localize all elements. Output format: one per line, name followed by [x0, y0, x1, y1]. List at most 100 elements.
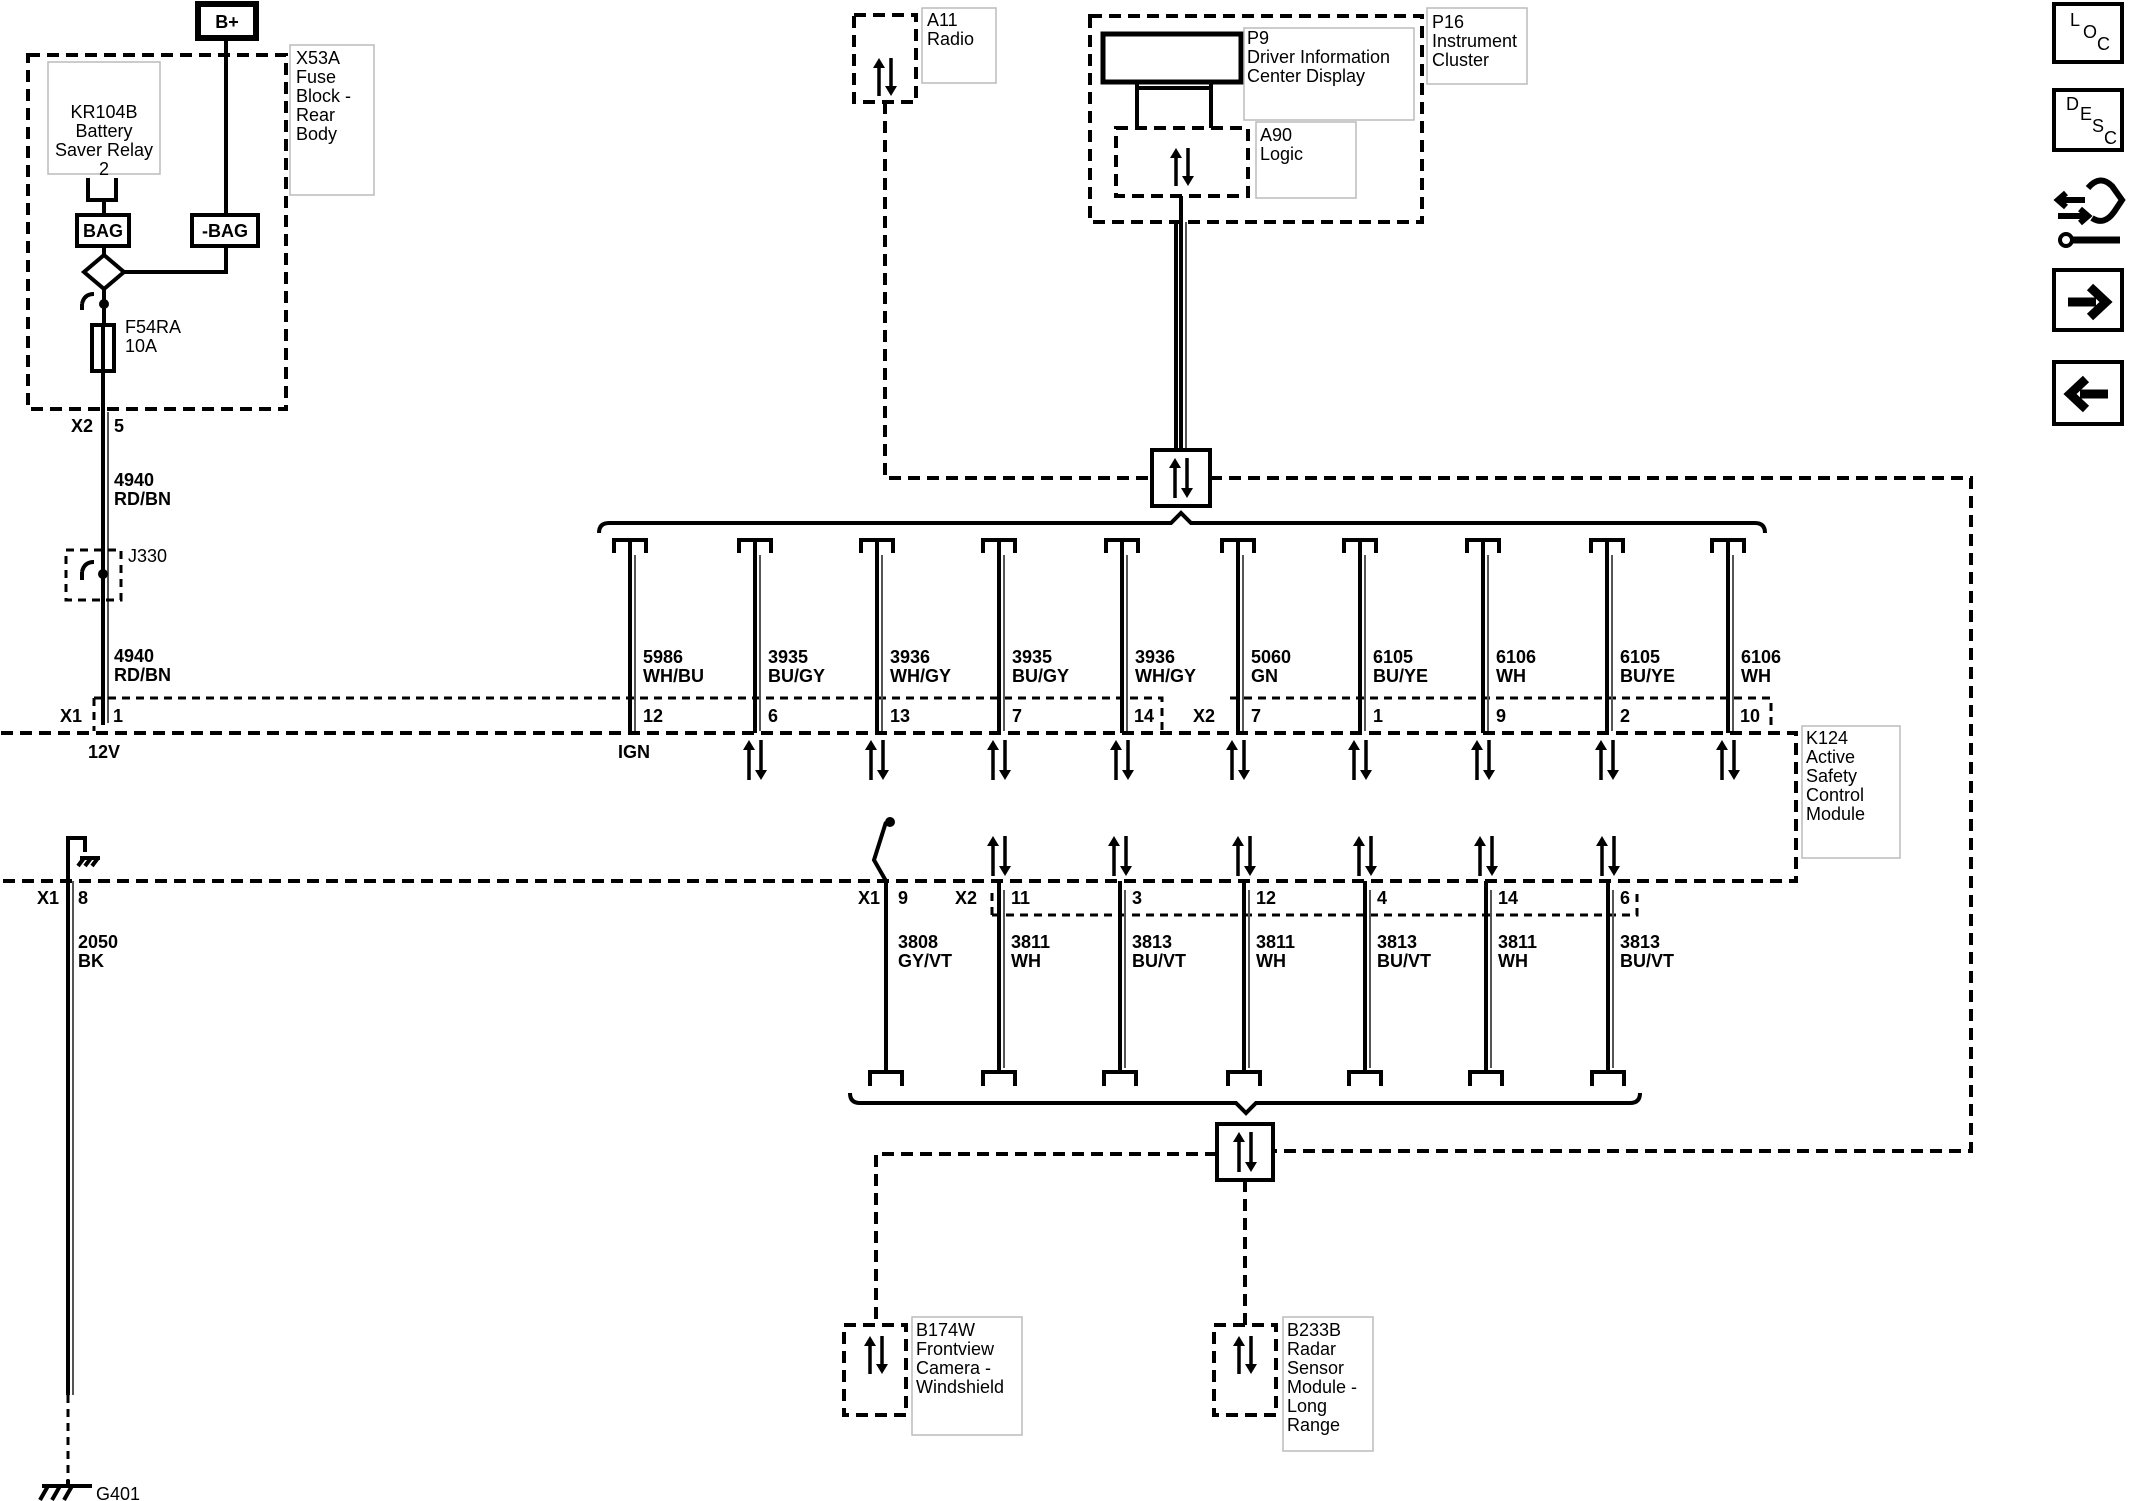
connector-pin: 2 [1620, 706, 1630, 726]
svg-text:Instrument: Instrument [1432, 31, 1517, 51]
svg-text:8: 8 [78, 888, 88, 908]
wire-color-code: WH [1496, 666, 1526, 686]
svg-text:X1: X1 [60, 706, 82, 726]
next-arrow-button[interactable] [2052, 268, 2124, 332]
svg-text:Body: Body [296, 124, 337, 144]
svg-text:Radio: Radio [927, 29, 974, 49]
svg-text:Radar: Radar [1287, 1339, 1336, 1359]
connector-pin: 14 [1498, 888, 1518, 908]
k124-upper-pin-arrow-icon [865, 740, 889, 780]
wire-circuit-number: 6105 [1620, 647, 1660, 667]
wire-color-code: WH [1256, 951, 1286, 971]
svg-text:X1: X1 [858, 888, 880, 908]
svg-text:-BAG: -BAG [202, 221, 248, 241]
svg-text:G401: G401 [96, 1484, 140, 1501]
k124-upper-pin-arrow-icon [743, 740, 767, 780]
wire-color-code: WH [1011, 951, 1041, 971]
k124-upper-pin-arrow-icon [1226, 740, 1250, 780]
svg-text:E: E [2080, 104, 2092, 124]
wire-color-code: BU/GY [1012, 666, 1069, 686]
svg-text:Cluster: Cluster [1432, 50, 1489, 70]
svg-text:A11: A11 [927, 10, 958, 30]
upper-hub-arrow-icon [1169, 458, 1193, 498]
radar-sensor-b233b: B233B Radar Sensor Module - Long Range [1212, 1316, 1374, 1452]
logic-a90: A90 Logic [1114, 121, 1357, 199]
desc-button[interactable]: D E S C [2052, 88, 2124, 152]
svg-text:A90: A90 [1260, 125, 1292, 145]
wire-circuit-number: 3936 [1135, 647, 1175, 667]
svg-text:Driver Information: Driver Information [1247, 47, 1390, 67]
svg-text:Rear: Rear [296, 105, 335, 125]
radio-data-arrow-icon [873, 58, 897, 96]
k124-lower-pin-arrow-icon [1108, 836, 1132, 876]
svg-text:1: 1 [113, 706, 123, 726]
svg-text:F54RA: F54RA [125, 317, 181, 337]
svg-text:L: L [2070, 10, 2080, 30]
k124-lower-pin-arrow-icon [987, 836, 1011, 876]
svg-text:5: 5 [114, 416, 124, 436]
lower-wire-harness: 93808GY/VT113811WH33813BU/VT123811WH4381… [868, 881, 1674, 1086]
svg-text:10A: 10A [125, 336, 157, 356]
svg-text:RD/BN: RD/BN [114, 665, 171, 685]
svg-text:X2: X2 [71, 416, 93, 436]
svg-text:KR104B: KR104B [70, 102, 137, 122]
svg-text:IGN: IGN [618, 742, 650, 762]
connector-tool-icon[interactable] [2053, 177, 2126, 248]
b-plus-terminal: B+ [195, 1, 259, 41]
data-direction-arrows [743, 58, 1740, 1374]
back-arrow-button[interactable] [2052, 360, 2124, 426]
svg-text:B233B: B233B [1287, 1320, 1341, 1340]
svg-text:Windshield: Windshield [916, 1377, 1004, 1397]
svg-text:Fuse: Fuse [296, 67, 336, 87]
svg-text:Sensor: Sensor [1287, 1358, 1344, 1378]
wire-circuit-number: 3813 [1377, 932, 1417, 952]
fuse-f54ra: F54RA 10A [90, 317, 181, 373]
svg-text:D: D [2066, 94, 2079, 114]
svg-text:12V: 12V [88, 742, 120, 762]
wire-circuit-number: 6106 [1496, 647, 1536, 667]
wire-color-code: BU/VT [1132, 951, 1186, 971]
wire-circuit-number: 3935 [768, 647, 808, 667]
wire-circuit-number: 3935 [1012, 647, 1052, 667]
svg-text:P9: P9 [1247, 28, 1269, 48]
splice-j330: J330 [64, 546, 167, 602]
connector-cavity [1226, 1070, 1262, 1086]
wire-color-code: GY/VT [898, 951, 952, 971]
connector-cavity [1347, 1070, 1383, 1086]
connector-pin: 13 [890, 706, 910, 726]
connector-pin: 7 [1012, 706, 1022, 726]
wire-circuit-number: 5986 [643, 647, 683, 667]
driver-info-display-p9: P9 Driver Information Center Display [1100, 27, 1415, 128]
wire-color-code: GN [1251, 666, 1278, 686]
svg-text:Block -: Block - [296, 86, 351, 106]
svg-text:Center Display: Center Display [1247, 66, 1365, 86]
wire-color-code: WH/GY [890, 666, 951, 686]
upper-wire-harness: 5986WH/BU123935BU/GY63936WH/GY133935BU/G… [612, 538, 1781, 733]
k124-upper-pin-arrow-icon [1595, 740, 1619, 780]
radio-a11: A11 Radio [852, 7, 997, 104]
connector-cavity [1590, 1070, 1626, 1086]
radar-data-arrow-icon [1233, 1336, 1257, 1374]
wire-circuit-number: 3811 [1498, 932, 1537, 952]
svg-text:4940: 4940 [114, 646, 154, 666]
wire-circuit-number: 3811 [1011, 932, 1050, 952]
svg-text:C: C [2097, 34, 2110, 54]
svg-text:Camera -: Camera - [916, 1358, 991, 1378]
upper-data-hub [1150, 448, 1212, 508]
svg-text:2: 2 [99, 159, 109, 179]
svg-text:S: S [2092, 116, 2104, 136]
loc-button[interactable]: L O C [2052, 2, 2124, 64]
svg-text:Safety: Safety [1806, 766, 1857, 786]
connector-pin: 9 [898, 888, 908, 908]
connector-pin: 12 [643, 706, 663, 726]
